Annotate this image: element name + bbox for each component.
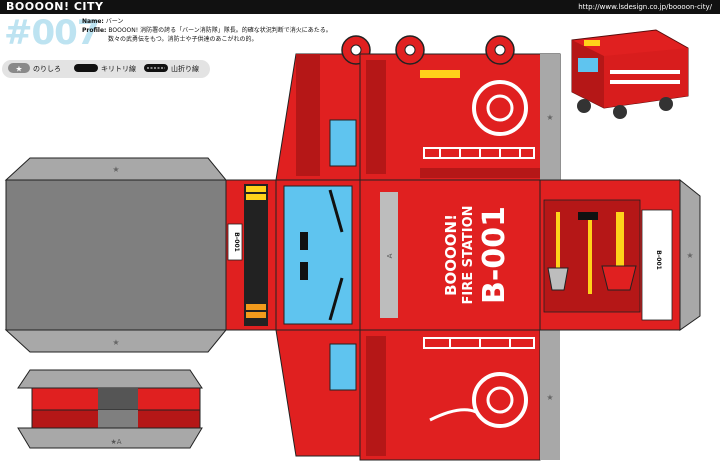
legend-item-fold: 山折り線 (144, 60, 199, 78)
rear-panel: B-001 ★ (539, 178, 701, 331)
model-preview (571, 29, 689, 119)
name-label: Name: (82, 18, 104, 25)
legend-label-glue: のりしろ (33, 65, 61, 73)
item-number: #007 (4, 13, 100, 53)
legend-item-glue: ★ のりしろ (8, 60, 61, 78)
svg-text:★: ★ (112, 165, 119, 174)
hood-flaps (275, 35, 371, 457)
tab-marker: A (386, 253, 394, 258)
shovel-icon (547, 212, 569, 291)
name-value: バーン (105, 18, 124, 25)
windshield-panel (275, 179, 361, 331)
svg-text:★: ★ (546, 393, 553, 402)
svg-text:★: ★ (686, 251, 693, 260)
side-plate: B-001 (655, 250, 662, 270)
side-panel-bottom: ★ (359, 329, 560, 461)
legend-label-fold: 山折り線 (171, 65, 199, 73)
vehicle-code: B-001 (477, 206, 512, 304)
station-line-1: BOOOON! (442, 214, 460, 296)
hydrant-wrench-icon (601, 212, 637, 291)
brand-title: BOOOON! CITY (6, 0, 104, 13)
profile-line-1: BOOOON! 消防署の誇る「バーン消防隊」隊長。的確な状況判断で消火にあたる。 (108, 27, 332, 34)
side-panel-top: ★ (359, 35, 561, 181)
axe-icon (578, 212, 598, 294)
svg-text:★: ★ (112, 338, 119, 347)
front-plate: B-001 (233, 232, 240, 252)
svg-text:★A: ★A (110, 438, 121, 446)
svg-text:★: ★ (15, 65, 22, 74)
legend: ★ のりしろ キリトリ線 山折り線 (2, 60, 210, 78)
cut-line-icon (74, 62, 98, 76)
profile-line-2: 数々の武勇伝をもつ。消防士や子供達のあこがれの的。 (108, 36, 258, 43)
profile-label: Profile: (82, 27, 107, 34)
bumper-part: ★A (17, 369, 203, 449)
profile-block: Name: バーン Profile: BOOOON! 消防署の誇る「バーン消防隊… (82, 17, 422, 44)
legend-item-cut: キリトリ線 (74, 60, 136, 78)
svg-text:★: ★ (546, 113, 553, 122)
header-bar: BOOOON! CITY http://www.lsdesign.co.jp/b… (0, 0, 720, 14)
site-url[interactable]: http://www.lsdesign.co.jp/boooon-city/ (578, 3, 712, 11)
front-panel: B-001 (225, 179, 277, 331)
star-glue-icon: ★ (8, 62, 30, 76)
station-line-2: FIRE STATION (461, 205, 476, 304)
roof-panel: ★ ★ (4, 157, 228, 353)
body-top-panel: A BOOOON! FIRE STATION B-001 (359, 179, 541, 331)
fold-line-icon (144, 62, 168, 76)
legend-label-cut: キリトリ線 (101, 65, 136, 73)
